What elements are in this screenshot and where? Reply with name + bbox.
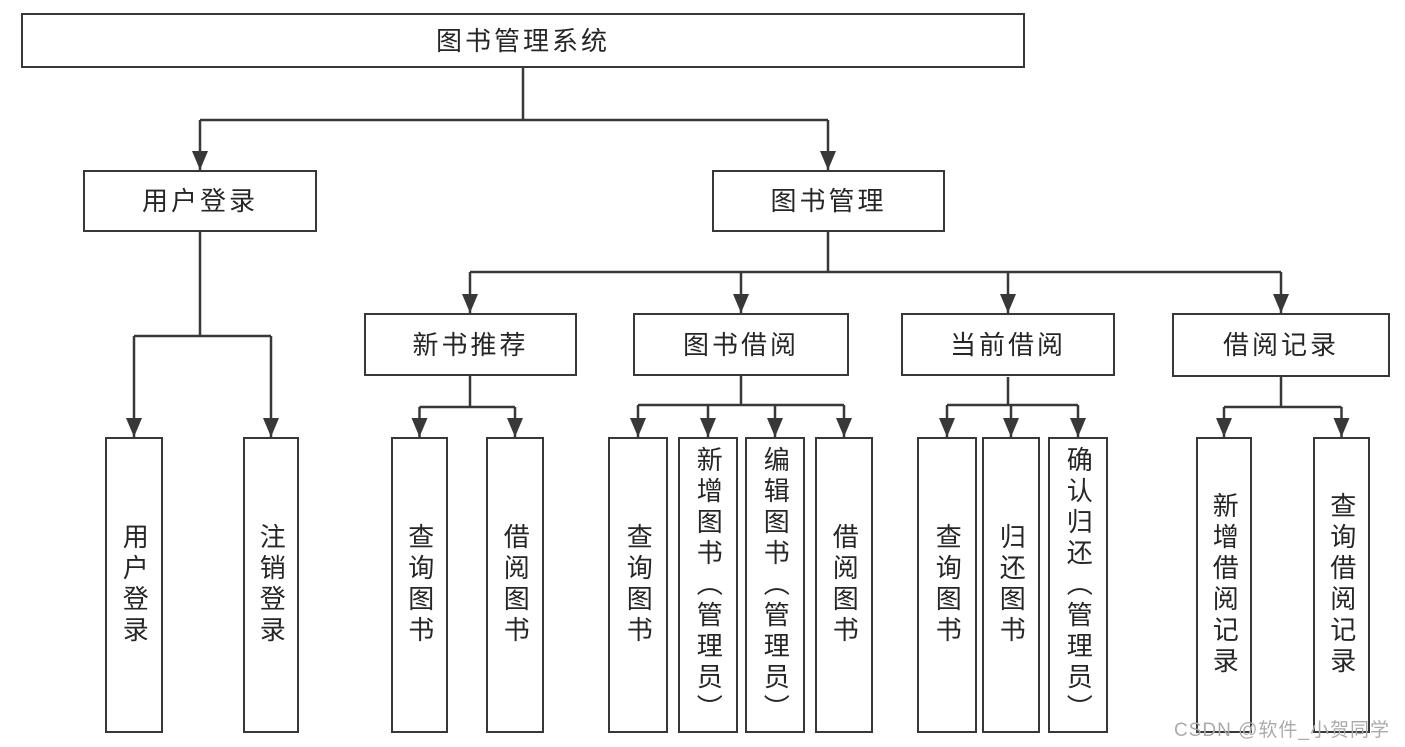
node-book-management-label: 图书管理: [770, 186, 887, 216]
leaf-user-login-label: 用户登录: [119, 523, 150, 647]
leaf-query-borrow-record: 查询借阅记录: [1313, 437, 1370, 733]
leaf-add-book-admin: 新增图书（管理员）: [678, 437, 738, 733]
node-borrow-records: 借阅记录: [1172, 313, 1390, 377]
leaf-user-login: 用户登录: [105, 437, 163, 733]
node-current-borrow-label: 当前借阅: [949, 329, 1066, 360]
leaf-logout-login: 注销登录: [243, 437, 299, 733]
leaf-borrow-books-recommend-label: 借阅图书: [500, 523, 531, 647]
node-book-management: 图书管理: [712, 170, 945, 232]
leaf-query-books-current-label: 查询图书: [932, 523, 963, 647]
leaf-logout-login-label: 注销登录: [256, 523, 287, 647]
node-root-label: 图书管理系统: [435, 25, 610, 56]
leaf-query-books-current: 查询图书: [917, 437, 977, 733]
leaf-query-books-recommend-label: 查询图书: [404, 523, 435, 647]
leaf-borrow-books-recommend: 借阅图书: [486, 437, 544, 733]
node-root-system: 图书管理系统: [21, 13, 1025, 68]
leaf-add-book-admin-label: 新增图书（管理员）: [693, 445, 724, 725]
csdn-watermark: CSDN @软件_小贺同学: [1174, 720, 1390, 741]
leaf-edit-book-admin-label: 编辑图书（管理员）: [760, 445, 791, 725]
node-book-borrow-label: 图书借阅: [682, 329, 799, 360]
leaf-query-books-borrow: 查询图书: [608, 437, 668, 733]
node-book-borrow: 图书借阅: [633, 313, 849, 376]
leaf-query-books-borrow-label: 查询图书: [623, 523, 654, 647]
node-new-book-recommend: 新书推荐: [364, 313, 577, 376]
leaf-add-borrow-record-label: 新增借阅记录: [1209, 492, 1240, 678]
leaf-return-book: 归还图书: [982, 437, 1040, 733]
leaf-borrow-books-borrow-label: 借阅图书: [829, 523, 860, 647]
node-user-login-label: 用户登录: [141, 186, 258, 216]
leaf-query-borrow-record-label: 查询借阅记录: [1326, 492, 1357, 678]
leaf-edit-book-admin: 编辑图书（管理员）: [745, 437, 805, 733]
leaf-borrow-books-borrow: 借阅图书: [815, 437, 873, 733]
leaf-confirm-return-admin-label: 确认归还（管理员）: [1063, 445, 1094, 725]
leaf-confirm-return-admin: 确认归还（管理员）: [1048, 437, 1108, 733]
node-current-borrow: 当前借阅: [901, 313, 1115, 376]
leaf-return-book-label: 归还图书: [996, 523, 1027, 647]
leaf-query-books-recommend: 查询图书: [391, 437, 448, 733]
node-user-login: 用户登录: [83, 170, 317, 232]
leaf-add-borrow-record: 新增借阅记录: [1196, 437, 1252, 733]
node-borrow-records-label: 借阅记录: [1222, 330, 1339, 360]
node-new-book-recommend-label: 新书推荐: [412, 329, 529, 360]
